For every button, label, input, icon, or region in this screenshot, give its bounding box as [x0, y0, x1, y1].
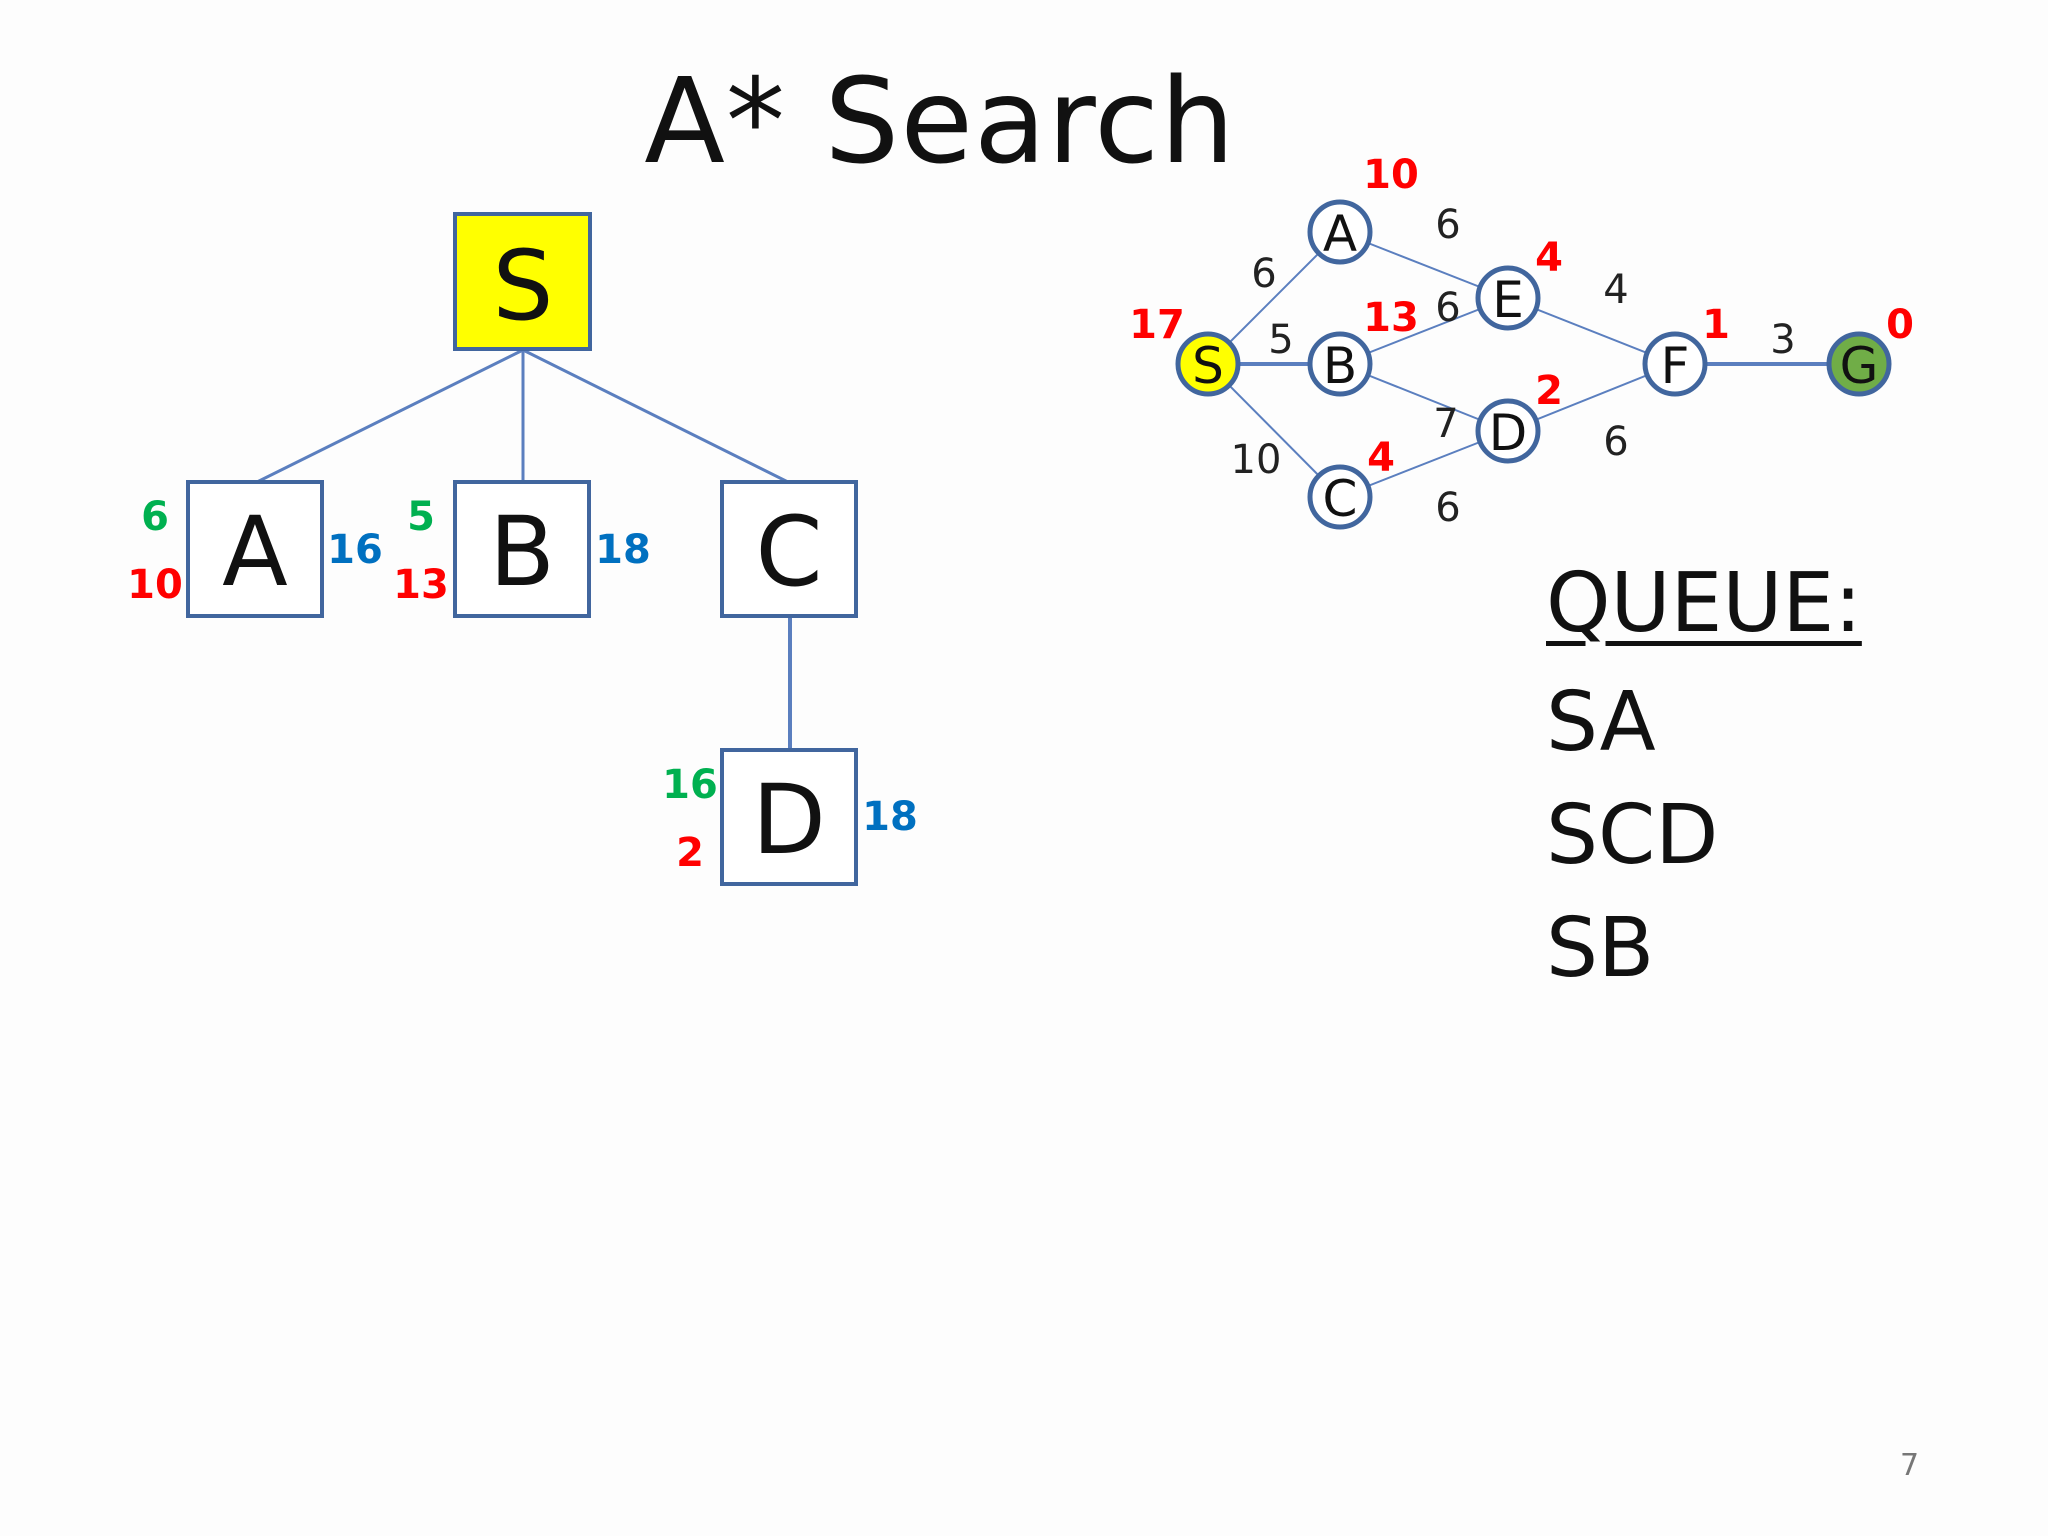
graph-node-g: G 0: [1826, 302, 1914, 397]
tree-node-b-g: 5: [407, 494, 435, 540]
graph-node-d: D 2: [1475, 368, 1563, 464]
graph-node-c-heuristic: 4: [1367, 435, 1395, 481]
graph-edge-weights: 6 5 10 6 6 7 6 4 6 3: [1231, 202, 1796, 531]
tree-node-d-label: D: [752, 764, 826, 876]
graph-node-g-heuristic: 0: [1886, 302, 1914, 348]
edge-weight-s-c: 10: [1231, 437, 1282, 483]
edge-weight-s-b: 5: [1268, 317, 1293, 363]
queue-item: SB: [1546, 901, 1655, 996]
edge-weight-b-d: 7: [1433, 401, 1458, 447]
queue-item: SA: [1546, 675, 1656, 770]
tree-node-d: D 16 2 18: [662, 748, 918, 886]
tree-node-c-label: C: [755, 496, 822, 608]
tree-node-s-label: S: [493, 230, 554, 342]
tree-node-b: B 5 13 18: [393, 480, 651, 618]
tree-edges: [254, 348, 792, 750]
edge-weight-b-e: 6: [1435, 285, 1460, 331]
tree-node-s: S: [453, 212, 592, 351]
edge-weight-e-f: 4: [1603, 267, 1628, 313]
tree-node-b-f: 18: [595, 527, 651, 573]
graph-node-f-heuristic: 1: [1702, 302, 1730, 348]
graph-edges: [1207, 231, 1859, 498]
tree-node-d-h: 2: [676, 830, 704, 876]
slide-title: A* Search: [644, 52, 1236, 190]
graph-node-e: E 4: [1475, 235, 1563, 331]
tree-edge-s-a: [254, 348, 524, 485]
tree-node-a-h: 10: [127, 562, 183, 608]
graph-node-s-heuristic: 17: [1129, 302, 1185, 348]
tree-node-d-f: 18: [862, 794, 918, 840]
graph-node-c: C 4: [1307, 435, 1395, 530]
edge-weight-c-d: 6: [1435, 485, 1460, 531]
graph-node-b-label: B: [1323, 337, 1357, 395]
graph-node-e-label: E: [1492, 271, 1524, 329]
edge-weight-d-f: 6: [1603, 419, 1628, 465]
graph-node-c-label: C: [1323, 470, 1358, 528]
graph-node-g-label: G: [1840, 337, 1879, 395]
tree-node-c: C: [720, 480, 858, 618]
edge-weight-a-e: 6: [1435, 202, 1460, 248]
tree-node-a: A 6 10 16: [127, 480, 383, 618]
graph-node-e-heuristic: 4: [1535, 235, 1563, 281]
page-number: 7: [1900, 1448, 1920, 1483]
queue-title: QUEUE:: [1546, 556, 1862, 651]
tree-node-a-label: A: [222, 496, 288, 608]
queue-item: SCD: [1546, 788, 1719, 883]
graph-node-a-label: A: [1323, 205, 1357, 263]
graph-node-a: A 10: [1307, 152, 1419, 265]
graph-node-d-label: D: [1489, 404, 1528, 462]
edge-weight-f-g: 3: [1770, 317, 1795, 363]
edge-weight-s-a: 6: [1251, 251, 1276, 297]
graph-node-s: S 17: [1129, 302, 1241, 397]
tree-node-b-label: B: [489, 496, 555, 608]
graph-node-a-heuristic: 10: [1363, 152, 1419, 198]
graph-node-b: B 13: [1307, 295, 1419, 397]
graph-node-s-label: S: [1192, 337, 1224, 395]
graph-node-f-label: F: [1661, 337, 1690, 395]
graph-node-d-heuristic: 2: [1535, 368, 1563, 414]
graph-node-b-heuristic: 13: [1363, 295, 1419, 341]
tree-edge-s-c: [522, 348, 791, 485]
tree-node-d-g: 16: [662, 762, 718, 808]
graph-node-f: F 1: [1642, 302, 1730, 397]
tree-node-a-f: 16: [327, 527, 383, 573]
tree-node-a-g: 6: [141, 494, 169, 540]
tree-node-b-h: 13: [393, 562, 449, 608]
queue-panel: QUEUE: SA SCD SB: [1546, 556, 1862, 1005]
